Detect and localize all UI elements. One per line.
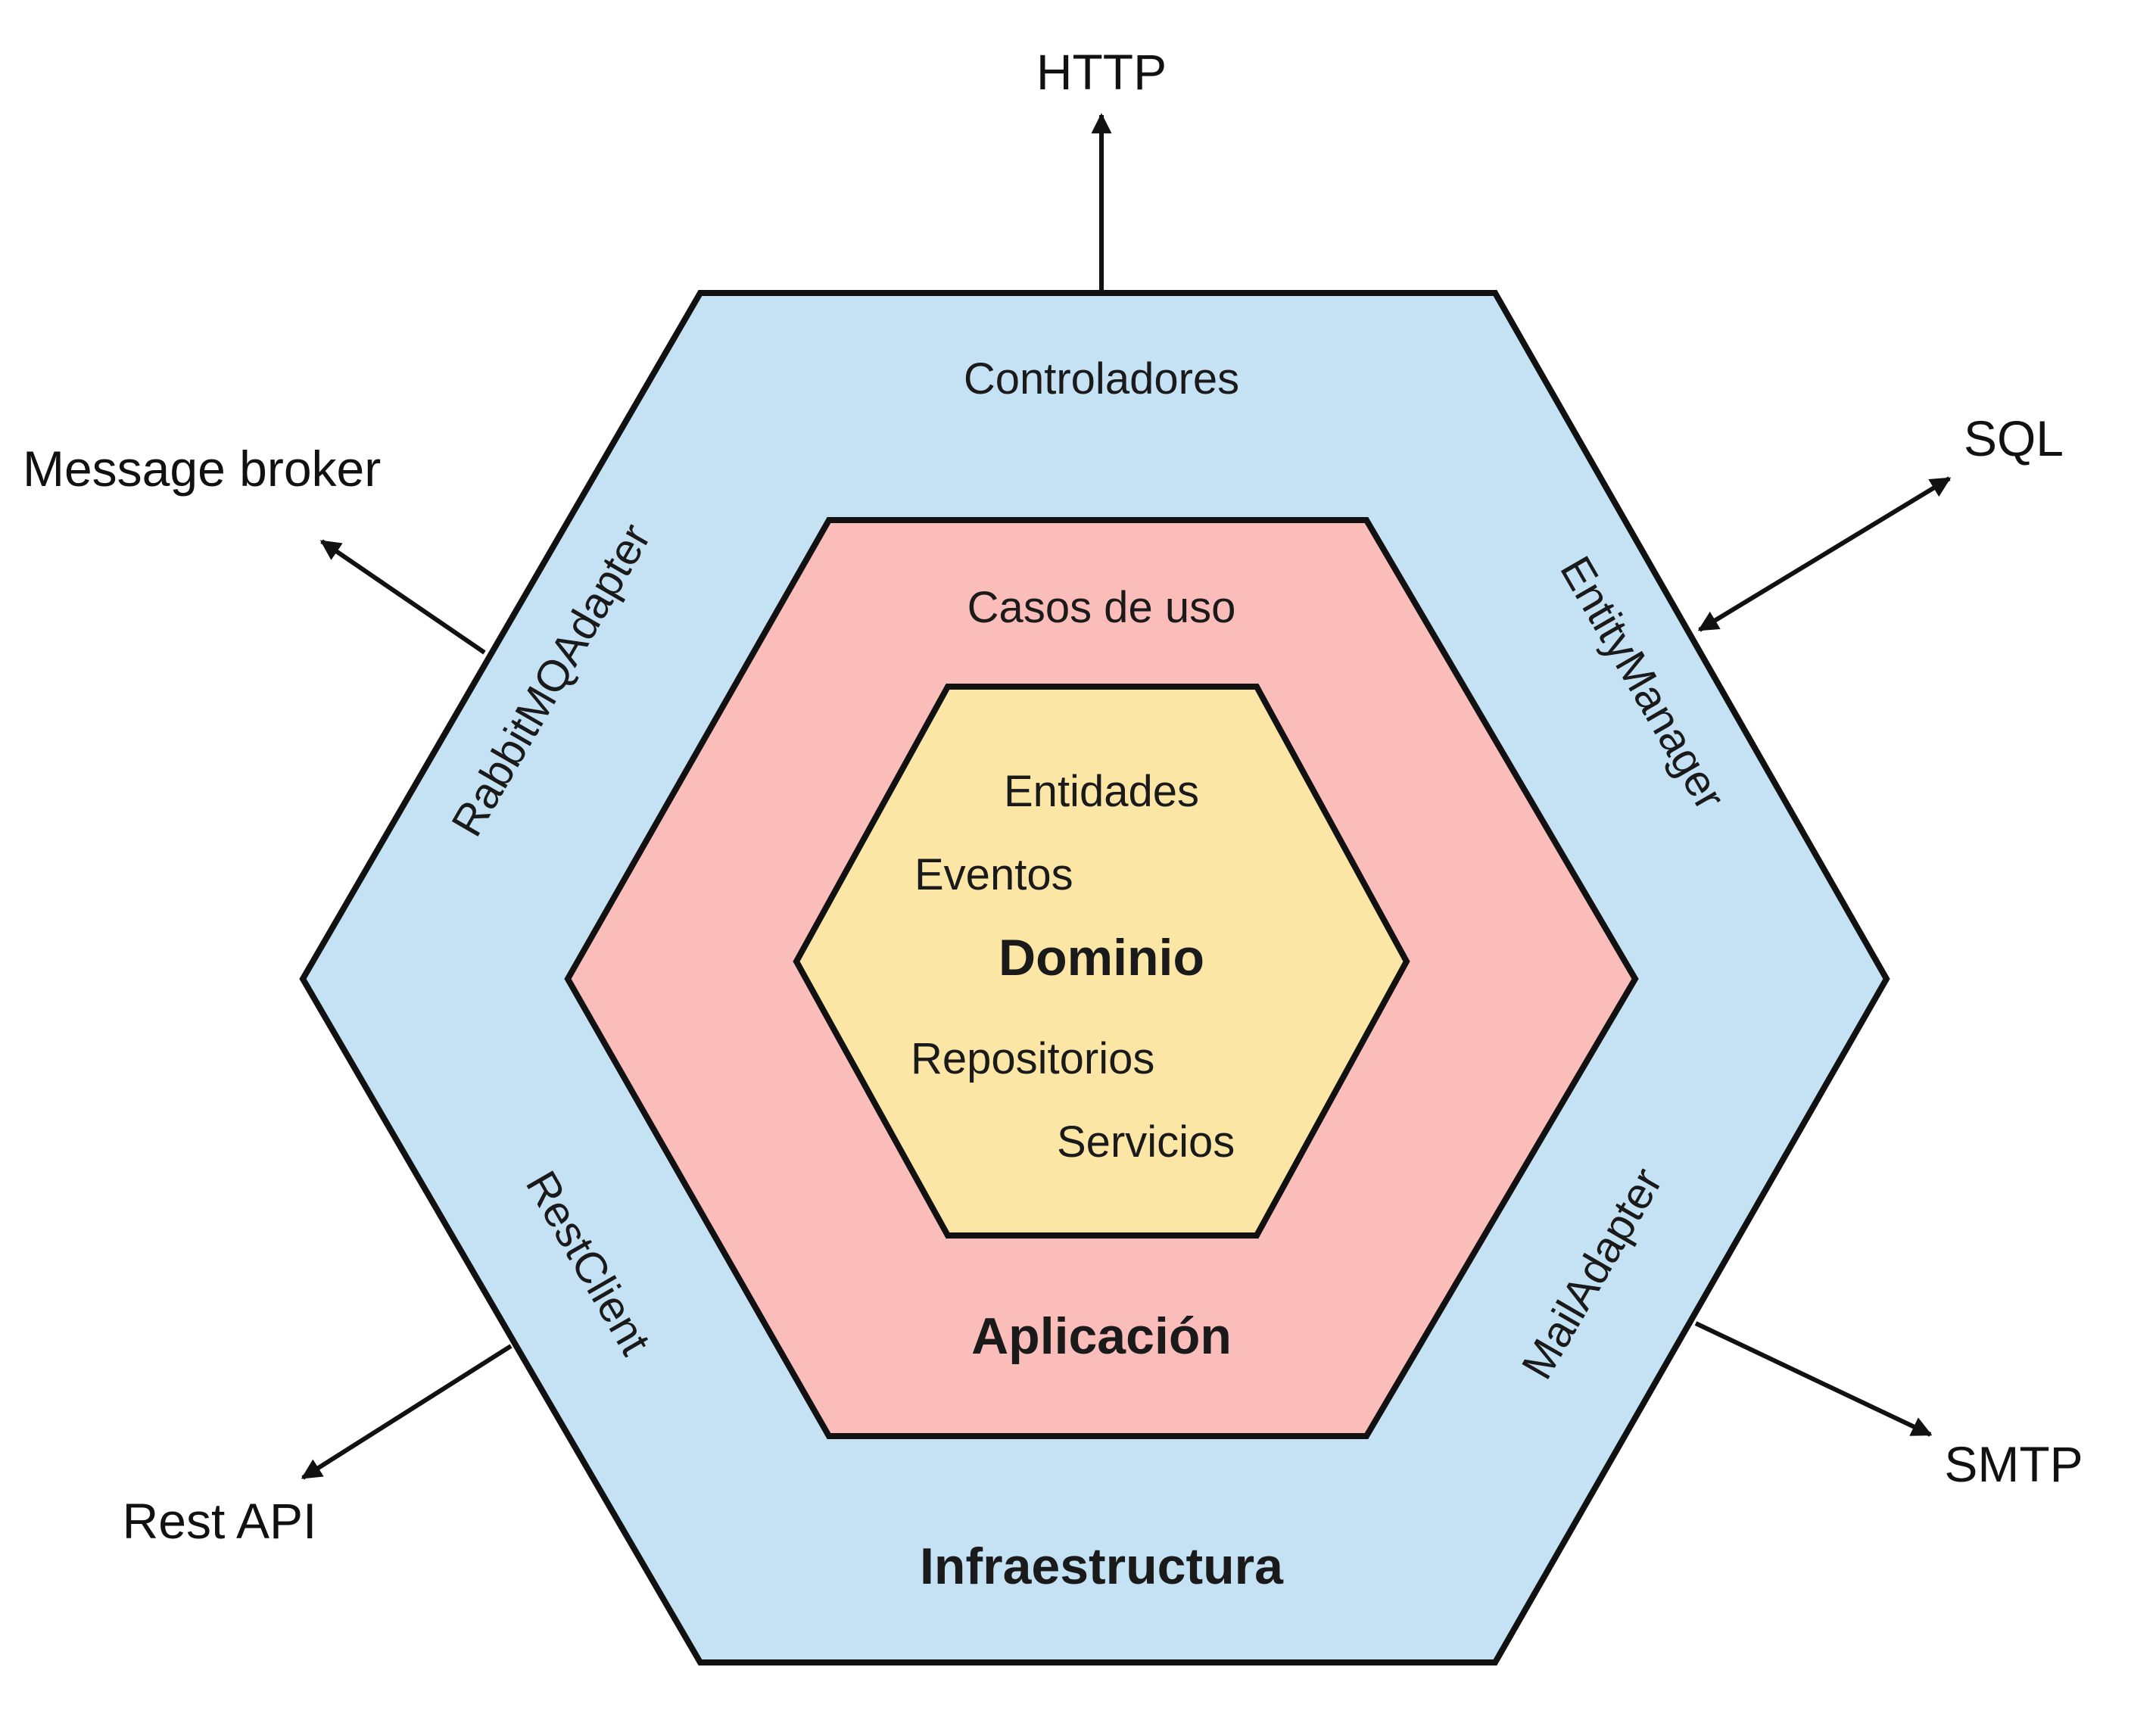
external-label-http: HTTP (1036, 44, 1167, 100)
message-broker-arrow (319, 539, 486, 655)
entidades-label: Entidades (1004, 767, 1199, 816)
dominio-title: Dominio (999, 929, 1204, 986)
smtp-arrow (1694, 1321, 1933, 1437)
controladores-label: Controladores (964, 354, 1239, 404)
servicios-label: Servicios (1057, 1117, 1235, 1167)
rest-api-arrow (301, 1344, 513, 1480)
external-label-message-broker: Message broker (23, 441, 381, 497)
aplicacion-title: Aplicación (971, 1307, 1232, 1365)
sql-arrow (1697, 476, 1952, 632)
external-label-sql: SQL (1964, 410, 2064, 466)
external-label-rest-api: Rest API (123, 1493, 317, 1549)
casos-de-uso-label: Casos de uso (967, 583, 1236, 632)
eventos-label: Eventos (914, 850, 1073, 899)
external-label-smtp: SMTP (1944, 1436, 2083, 1492)
dominio-hexagon (793, 684, 1410, 1239)
repositorios-label: Repositorios (911, 1034, 1154, 1083)
infraestructura-title: Infraestructura (920, 1538, 1284, 1595)
